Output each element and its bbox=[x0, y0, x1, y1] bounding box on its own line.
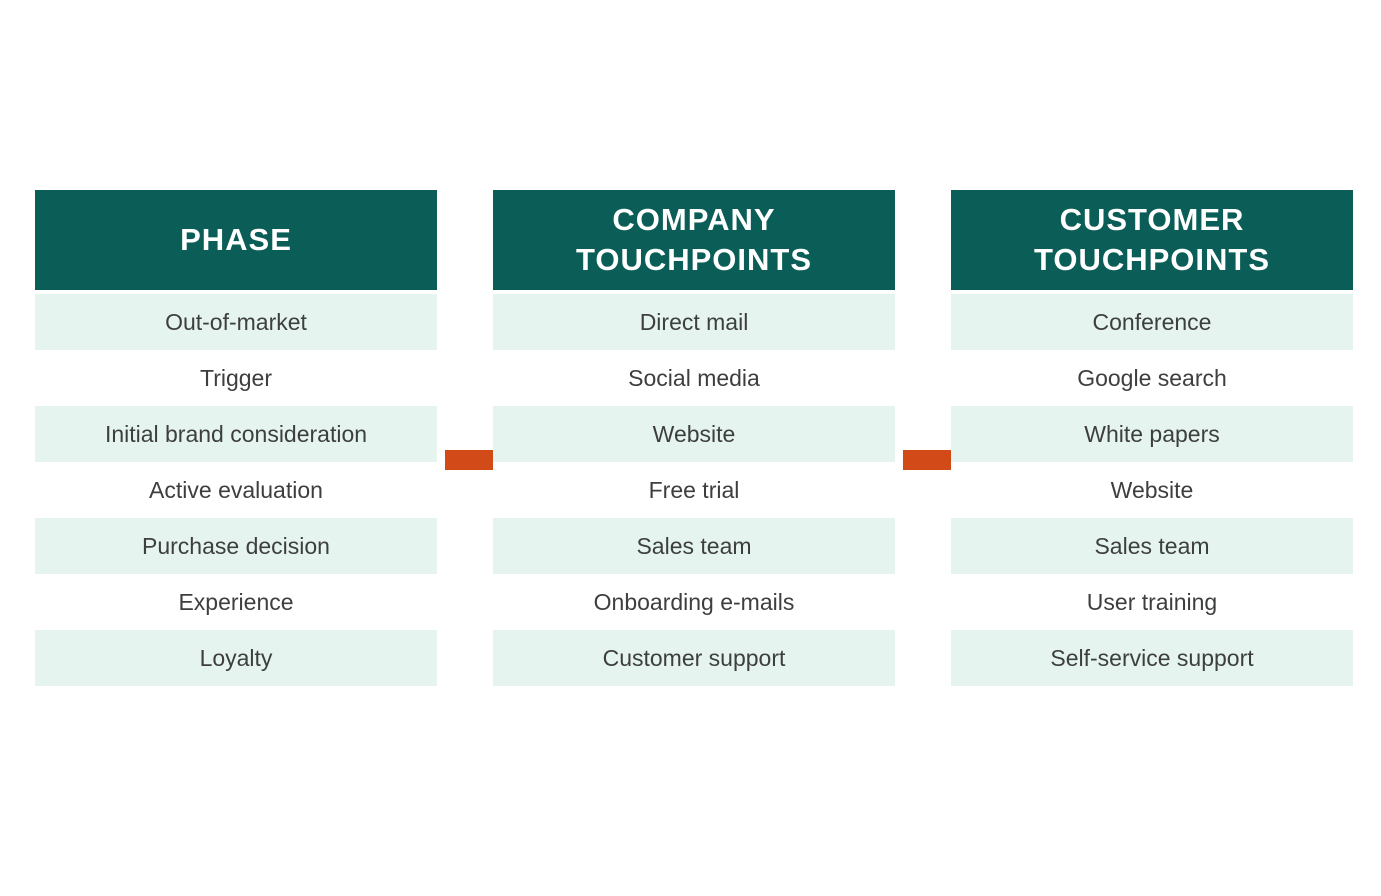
company-touchpoints-rows: Direct mail Social media Website Free tr… bbox=[493, 294, 895, 686]
table-row: Direct mail bbox=[493, 294, 895, 350]
phase-column: PHASE Out-of-market Trigger Initial bran… bbox=[35, 190, 437, 686]
table-row: Customer support bbox=[493, 630, 895, 686]
table-row: Website bbox=[493, 406, 895, 462]
table-row: Active evaluation bbox=[35, 462, 437, 518]
table-row: Sales team bbox=[493, 518, 895, 574]
column-header-phase: PHASE bbox=[35, 190, 437, 290]
table-row: Website bbox=[951, 462, 1353, 518]
table-row: Experience bbox=[35, 574, 437, 630]
table-row: Loyalty bbox=[35, 630, 437, 686]
customer-touchpoints-column: CUSTOMER TOUCHPOINTS Conference Google s… bbox=[951, 190, 1353, 686]
table-row: Onboarding e-mails bbox=[493, 574, 895, 630]
table-row: Free trial bbox=[493, 462, 895, 518]
customer-touchpoints-rows: Conference Google search White papers We… bbox=[951, 294, 1353, 686]
column-header-company-touchpoints: COMPANY TOUCHPOINTS bbox=[493, 190, 895, 290]
table-row: Trigger bbox=[35, 350, 437, 406]
table-row: Initial brand consideration bbox=[35, 406, 437, 462]
table-row: Purchase decision bbox=[35, 518, 437, 574]
table-row: Sales team bbox=[951, 518, 1353, 574]
column-header-customer-touchpoints: CUSTOMER TOUCHPOINTS bbox=[951, 190, 1353, 290]
table-row: Self-service support bbox=[951, 630, 1353, 686]
table-row: Social media bbox=[493, 350, 895, 406]
table-row: Google search bbox=[951, 350, 1353, 406]
phase-rows: Out-of-market Trigger Initial brand cons… bbox=[35, 294, 437, 686]
table-row: White papers bbox=[951, 406, 1353, 462]
company-touchpoints-column: COMPANY TOUCHPOINTS Direct mail Social m… bbox=[493, 190, 895, 686]
table-row: Conference bbox=[951, 294, 1353, 350]
table-row: Out-of-market bbox=[35, 294, 437, 350]
table-row: User training bbox=[951, 574, 1353, 630]
